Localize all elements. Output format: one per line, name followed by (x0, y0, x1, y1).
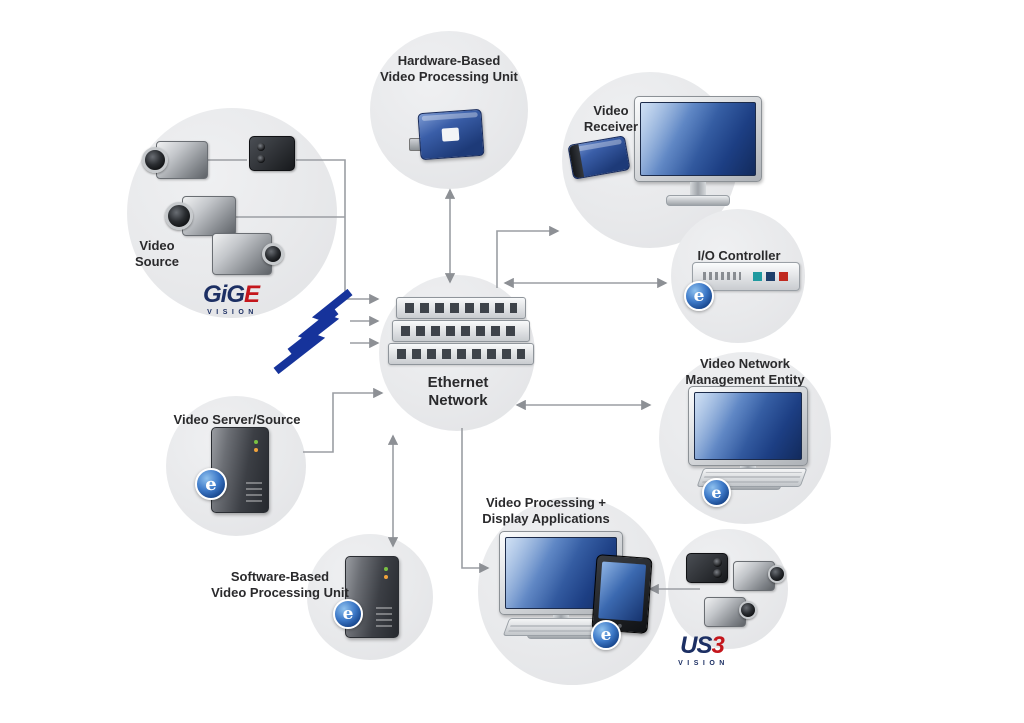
usb3-logo-wordmark: US3 (660, 634, 744, 658)
circle-hardware-vpu (370, 31, 528, 189)
io-vent (703, 272, 741, 280)
label-ethernet-network: Ethernet Network (427, 374, 489, 410)
label-video-source: Video Source (134, 238, 180, 269)
ebus-badge-server: e (195, 468, 227, 500)
stereo-lens-icon (713, 558, 722, 567)
usb3-logo-accent: 3 (711, 632, 724, 659)
video-server-tower (211, 427, 269, 513)
usb3-camera-2-lens-icon (739, 601, 757, 619)
usb3-logo-subtext: VISION (678, 660, 729, 667)
link-network-receiver (496, 225, 560, 288)
label-video-receiver: Video Receiver (583, 103, 639, 134)
tablet-screen (598, 561, 647, 622)
link-cameras-network-1 (296, 159, 380, 305)
drive-slots (376, 607, 392, 627)
ethernet-switch-slab (396, 297, 526, 319)
stereo-lens-icon (257, 155, 265, 163)
gige-vision-logo: GiGE VISION (183, 283, 279, 317)
label-software-vpu: Software-Based Video Processing Unit (211, 569, 349, 600)
ebus-badge-mgmt: e (702, 478, 731, 507)
monitor-frame (688, 386, 808, 466)
io-indicator-navy (766, 272, 775, 281)
monitor-screen (640, 102, 756, 176)
io-indicator-teal (753, 272, 762, 281)
ethernet-switch-slab (388, 343, 534, 365)
hardware-vpu-device (417, 108, 485, 161)
stereo-lens-icon (713, 569, 722, 578)
usb3-stereo-camera (686, 553, 728, 583)
gige-logo-wordmark: GiGE (183, 283, 279, 307)
usb3-logo-text: US (680, 632, 712, 659)
monitor-frame (634, 96, 762, 182)
gige-logo-text: GiG (202, 281, 245, 308)
gige-logo-subtext: VISION (207, 309, 258, 316)
monitor-neck (690, 182, 706, 195)
led-green-icon (254, 440, 258, 444)
label-video-server: Video Server/Source (173, 412, 301, 427)
ebus-badge-software-vpu: e (333, 599, 363, 629)
receiver-monitor (634, 96, 762, 206)
monitor-base (666, 195, 730, 206)
monitor-screen (694, 392, 802, 460)
management-monitor (688, 386, 808, 490)
label-video-proc-display: Video Processing + Display Applications (482, 495, 610, 526)
led-amber-icon (254, 448, 258, 452)
link-server-network (303, 387, 384, 453)
label-io-controller: I/O Controller (697, 248, 781, 263)
ebus-badge-display: e (591, 620, 621, 650)
io-indicator-red (779, 272, 788, 281)
gige-camera-3-lens-icon (262, 243, 284, 265)
led-green-icon (384, 567, 388, 571)
gige-camera-1-lens-icon (142, 147, 168, 173)
lightning-bolt-2 (273, 307, 339, 375)
drive-slots (246, 482, 262, 502)
gige-stereo-camera (249, 136, 295, 171)
usb3-camera-1-lens-icon (768, 565, 786, 583)
ethernet-switch-slab (392, 320, 530, 342)
gige-logo-accent: E (244, 281, 260, 308)
link-network-display (461, 428, 490, 574)
stereo-lens-icon (257, 143, 265, 151)
connector-group (205, 159, 700, 595)
lightning-bolt-icon (273, 288, 353, 375)
gige-camera-2-lens-icon (165, 202, 193, 230)
ebus-badge-io: e (684, 281, 714, 311)
device-label-plate (441, 127, 460, 142)
usb3-vision-logo: US3 VISION (660, 634, 744, 668)
label-hardware-vpu: Hardware-Based Video Processing Unit (380, 53, 518, 84)
led-amber-icon (384, 575, 388, 579)
label-video-network-mgmt: Video Network Management Entity (685, 356, 805, 387)
